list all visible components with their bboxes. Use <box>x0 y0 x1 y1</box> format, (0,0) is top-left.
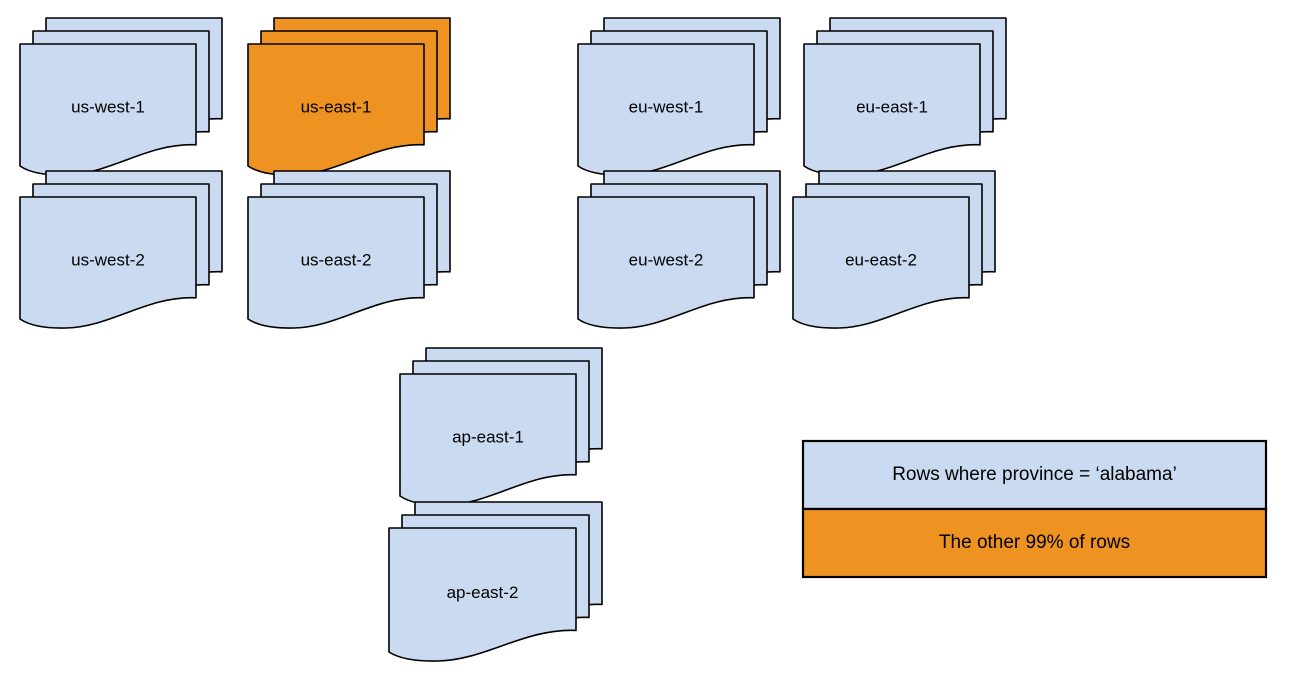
legend-row-other-swatch <box>801 507 1268 579</box>
legend-row-alabama-label: Rows where province = ‘alabama’ <box>892 464 1177 485</box>
stack-label-us-east-1: us-east-1 <box>301 98 372 117</box>
document-stack-eu-east-1[interactable]: eu-east-1 <box>803 17 1007 176</box>
stack-label-ap-east-1: ap-east-1 <box>452 428 524 447</box>
stack-label-us-east-2: us-east-2 <box>301 251 372 270</box>
document-stack-ap-east-2[interactable]: ap-east-2 <box>388 501 603 662</box>
document-sheet-front <box>577 196 755 329</box>
legend-row-other: The other 99% of rows <box>801 507 1268 579</box>
legend-group: Rows where province = ‘alabama’ The other… <box>801 439 1268 579</box>
document-stack-ap-east-1[interactable]: ap-east-1 <box>399 347 603 506</box>
document-sheet-front <box>247 196 425 329</box>
document-stack-us-east-1[interactable]: us-east-1 <box>247 17 451 176</box>
document-sheet-front <box>19 196 197 329</box>
document-stacks-group: us-west-1 us-east-1 eu-west-1 eu-east-1 us-w… <box>19 17 1007 662</box>
document-sheet-front <box>388 527 577 662</box>
stack-label-eu-west-1: eu-west-1 <box>629 98 704 117</box>
stack-label-eu-west-2: eu-west-2 <box>629 251 704 270</box>
document-stack-us-west-2[interactable]: us-west-2 <box>19 170 223 329</box>
stack-label-eu-east-2: eu-east-2 <box>845 251 917 270</box>
document-stack-us-west-1[interactable]: us-west-1 <box>19 17 223 176</box>
legend-row-alabama: Rows where province = ‘alabama’ <box>801 439 1268 511</box>
stack-label-us-west-1: us-west-1 <box>71 98 145 117</box>
stack-label-us-west-2: us-west-2 <box>71 251 145 270</box>
legend-row-alabama-swatch <box>801 439 1268 511</box>
document-stack-us-east-2[interactable]: us-east-2 <box>247 170 451 329</box>
document-stack-eu-west-1[interactable]: eu-west-1 <box>577 17 781 176</box>
document-sheet-front <box>792 196 970 329</box>
stack-label-ap-east-2: ap-east-2 <box>447 583 519 602</box>
document-stack-eu-west-2[interactable]: eu-west-2 <box>577 170 781 329</box>
stack-label-eu-east-1: eu-east-1 <box>856 98 928 117</box>
document-stack-eu-east-2[interactable]: eu-east-2 <box>792 170 996 329</box>
legend-row-other-label: The other 99% of rows <box>939 532 1130 553</box>
